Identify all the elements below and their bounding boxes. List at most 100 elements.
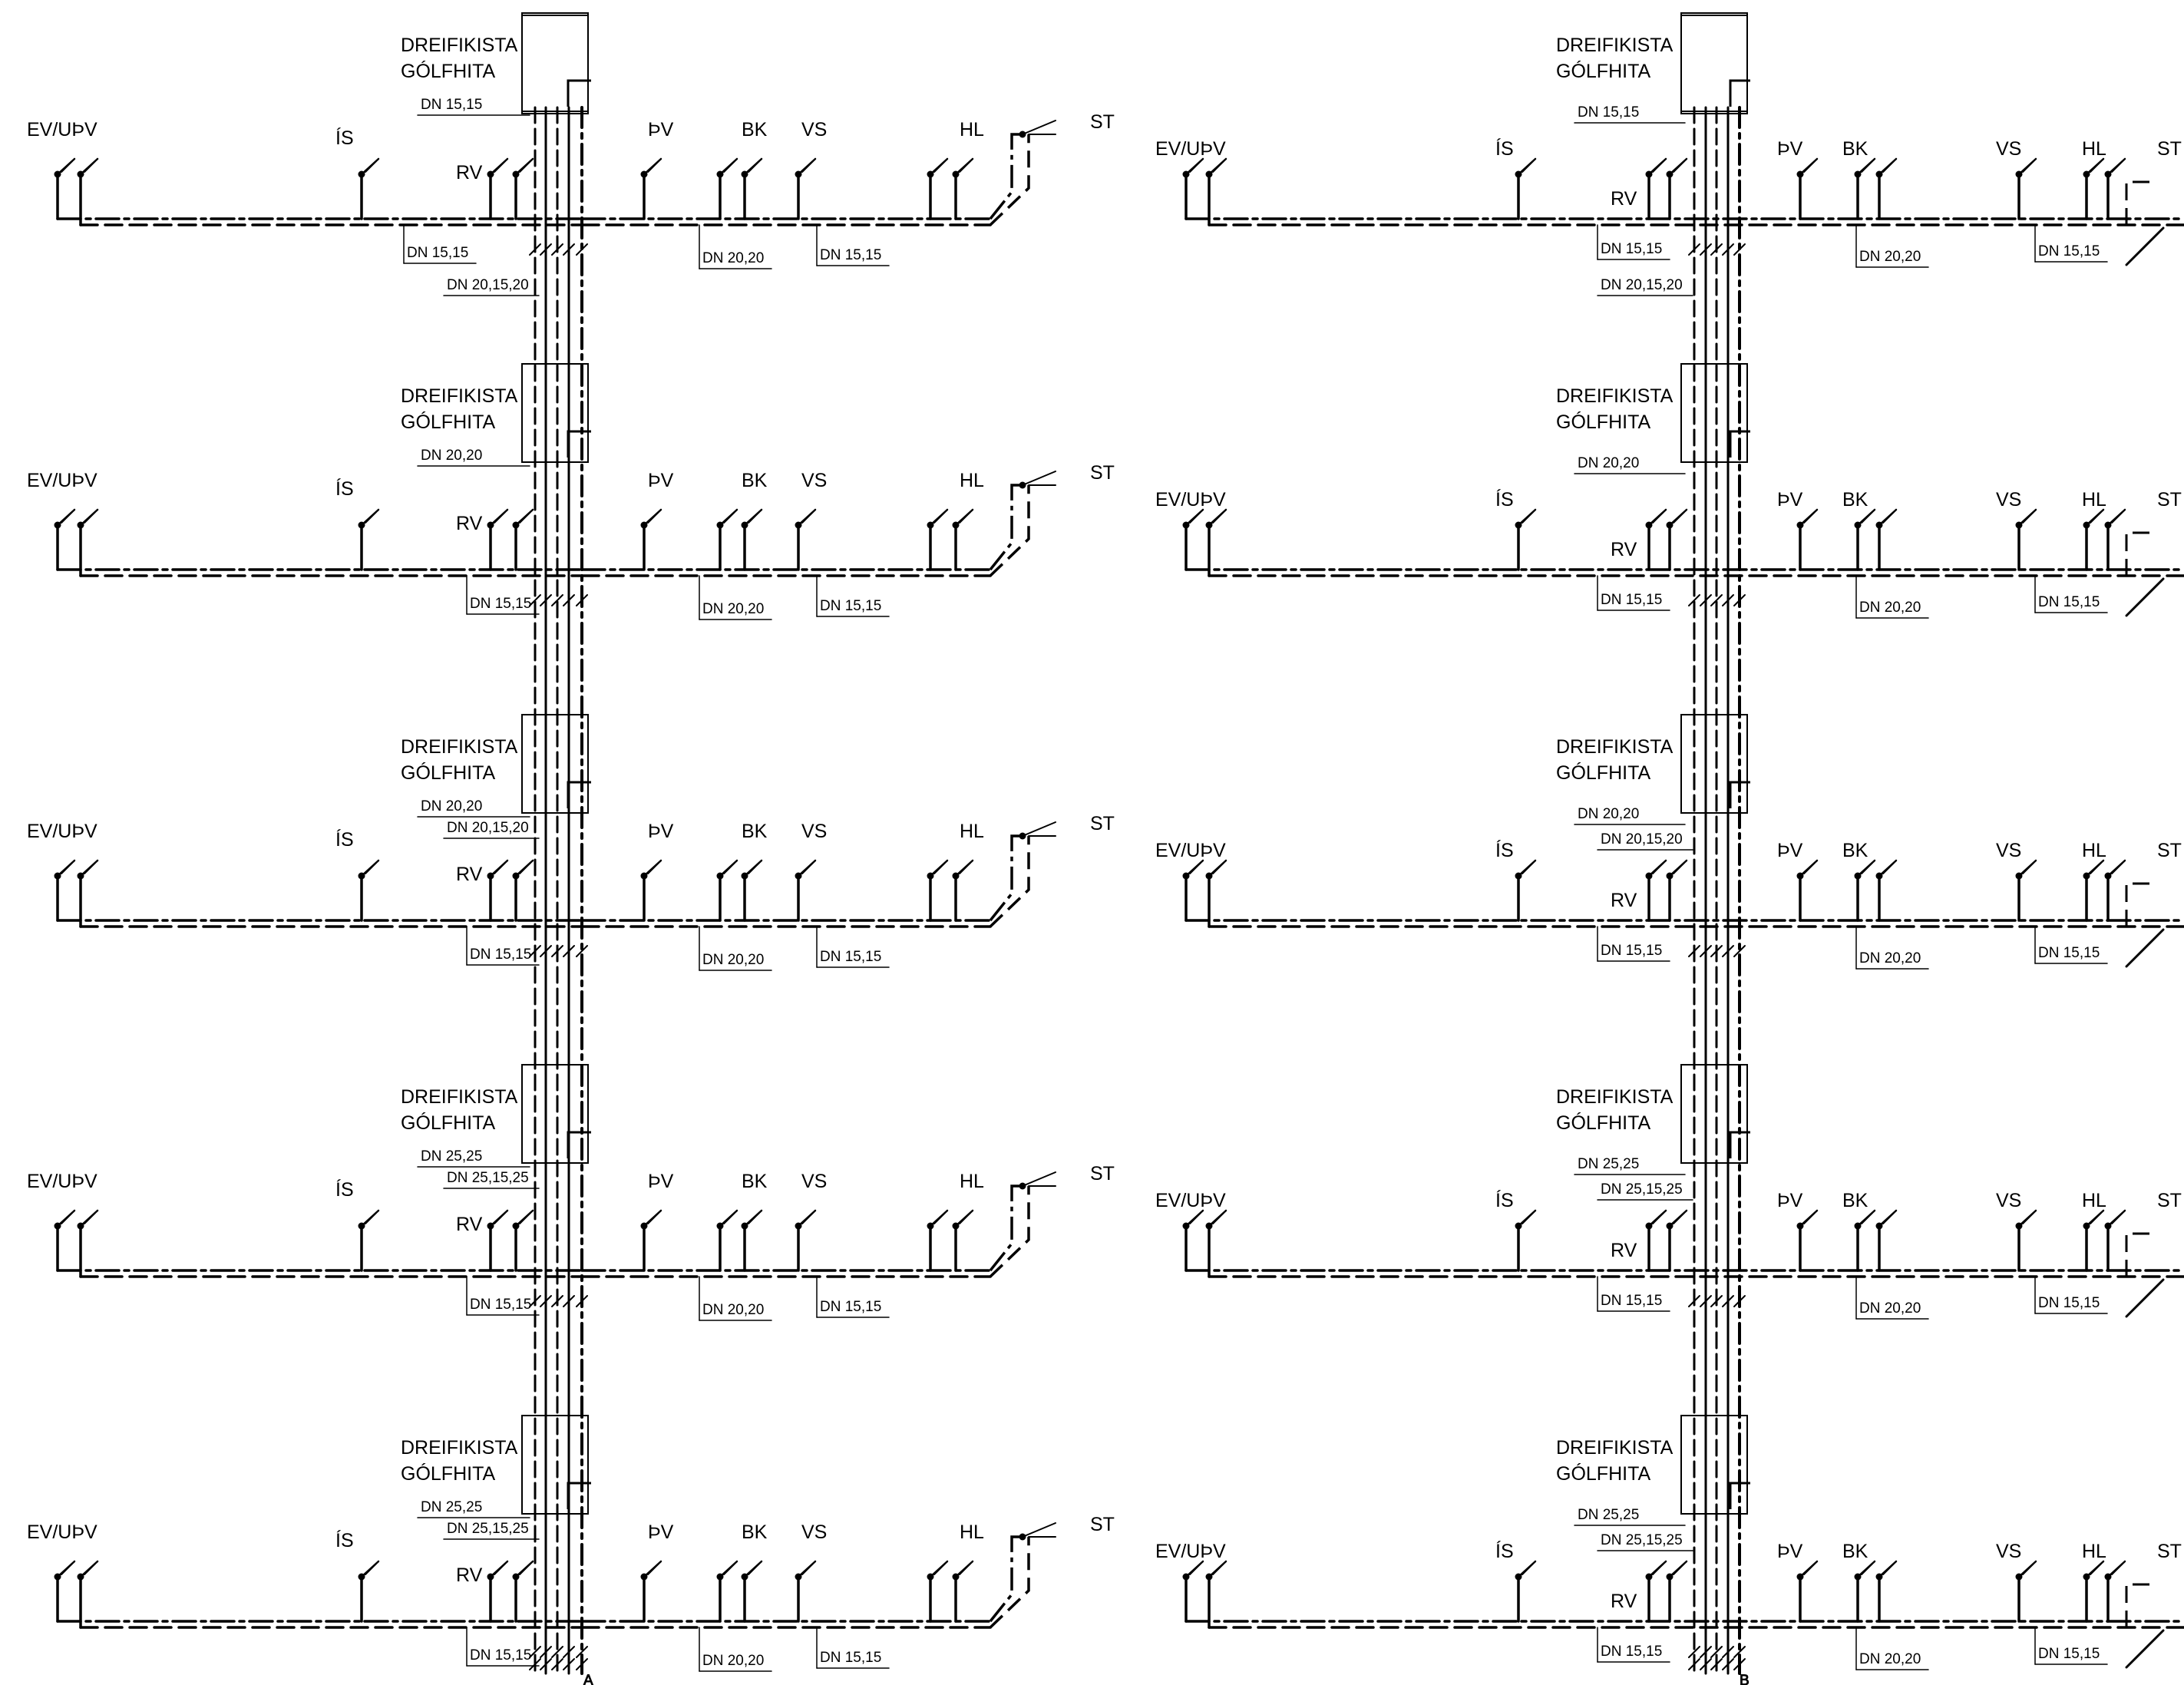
label-st: ST [1090, 111, 1115, 133]
fixture-bk-2-tick [748, 862, 760, 874]
riser-tick [1733, 243, 1746, 256]
fixture-ev-2-tick [84, 862, 96, 874]
label-mid-dn: DN 20,20 [1859, 1651, 1921, 1667]
label-riser-dn: DN 25,15,25 [447, 1170, 529, 1186]
fixture-rv-2-tick [519, 862, 531, 874]
fixture-rv-1-dot [1645, 521, 1653, 529]
fixture-rv-1-dot [487, 521, 494, 529]
label-mid-dn: DN 20,20 [1859, 950, 1921, 966]
label-box-dn: DN 20,20 [421, 448, 482, 464]
st-dot [1019, 131, 1026, 138]
fixture-bk-2-tick [748, 160, 760, 173]
label-ev: EV/UÞV [1155, 1541, 1226, 1562]
fixture-ev-1-dot [54, 521, 61, 529]
label-bk: BK [742, 821, 768, 842]
dist-box-pipe [1729, 1131, 1750, 1158]
fixture-rv-2-tick [519, 511, 531, 524]
st-branch [1022, 120, 1056, 135]
fixture-rv-1-tick [494, 1563, 506, 1575]
label-rv: RV [1611, 1591, 1637, 1612]
st-rise [2125, 180, 2149, 225]
dist-box-title-line-1: DREIFIKISTA [1556, 736, 1674, 758]
fixture-is-tick [365, 1212, 377, 1224]
label-hl: HL [960, 1171, 984, 1192]
fixture-rv-2-tick [519, 1563, 531, 1575]
fixture-hl-2-dot [2104, 170, 2112, 178]
riser-tick [563, 1646, 575, 1658]
fixture-hl-1-tick [2090, 1563, 2102, 1575]
fixture-bk-1-tick [723, 1212, 735, 1224]
fixture-bk-2-tick [748, 511, 760, 524]
fixture-ev-1-dot [1182, 170, 1190, 178]
dist-box-title-line-1: DREIFIKISTA [1556, 385, 1674, 407]
st-dot [1019, 1182, 1026, 1190]
fixture-bk-1-dot [1854, 1222, 1862, 1230]
fixture-is-tick [1522, 1563, 1534, 1575]
label-rv: RV [456, 162, 483, 183]
label-mid-dn: DN 20,20 [702, 250, 764, 266]
label-vs: VS [1996, 1541, 2021, 1562]
label-is: ÍS [1495, 1540, 1514, 1562]
fixture-is-dot [358, 872, 365, 880]
label-st: ST [2157, 489, 2182, 510]
fixture-pv-tick [1803, 160, 1816, 173]
st-supply-pipe [989, 1535, 1023, 1623]
label-rv: RV [456, 513, 483, 534]
riser-tick [1688, 594, 1700, 606]
fixture-bk-2-dot [1875, 872, 1883, 880]
dist-box-title-line-1: DREIFIKISTA [401, 385, 518, 407]
dist-box-title-line-1: DREIFIKISTA [401, 736, 518, 758]
fixture-hl-1-tick [933, 511, 946, 524]
riser-base-tick [540, 1658, 552, 1670]
label-mid-dn: DN 20,20 [702, 601, 764, 617]
label-vs: VS [801, 119, 827, 140]
st-rise [2125, 1232, 2149, 1277]
fixture-vs-dot [795, 521, 802, 529]
label-rv: RV [456, 1564, 483, 1586]
riser-tick [576, 243, 588, 256]
fixture-pv-tick [1803, 1212, 1816, 1224]
fixture-hl-1-dot [2083, 872, 2090, 880]
fixture-bk-2-dot [741, 1573, 748, 1581]
label-is: ÍS [335, 1529, 354, 1551]
fixture-hl-2-dot [952, 170, 960, 178]
label-vs: VS [801, 821, 827, 842]
fixture-rv-2-dot [512, 521, 520, 529]
fixture-rv-1-tick [1652, 1212, 1664, 1224]
label-ev: EV/UÞV [27, 1171, 97, 1192]
riser-tick [529, 243, 541, 256]
fixture-rv-2-tick [519, 160, 531, 173]
label-pv: ÞV [648, 119, 674, 140]
dist-box-title-line-1: DREIFIKISTA [401, 1086, 518, 1108]
label-riser-dn: DN 25,15,25 [1601, 1181, 1683, 1198]
fixture-rv-1-dot [1645, 1573, 1653, 1581]
label-bk: BK [1842, 840, 1868, 861]
label-bk: BK [1842, 1541, 1868, 1562]
fixture-pv-dot [640, 170, 648, 178]
fixture-is-tick [365, 160, 377, 173]
fixture-pv-dot [1796, 872, 1804, 880]
label-vs: VS [1996, 1190, 2021, 1211]
label-is: ÍS [335, 1178, 354, 1201]
fixture-hl-2-dot [2104, 872, 2112, 880]
dist-box-pipe [567, 781, 591, 808]
fixture-rv-1-tick [1652, 1563, 1664, 1575]
fixture-bk-1-dot [716, 170, 724, 178]
fixture-bk-1-tick [1861, 862, 1873, 874]
dist-box-title-line-2: GÓLFHITA [401, 411, 495, 433]
label-vs: VS [801, 1171, 827, 1192]
label-box-dn: DN 20,20 [1578, 806, 1639, 822]
fixture-bk-1-tick [723, 160, 735, 173]
st-return-pipe [989, 485, 1030, 577]
st-return-pipe [989, 836, 1030, 928]
st-dot [1019, 481, 1026, 489]
